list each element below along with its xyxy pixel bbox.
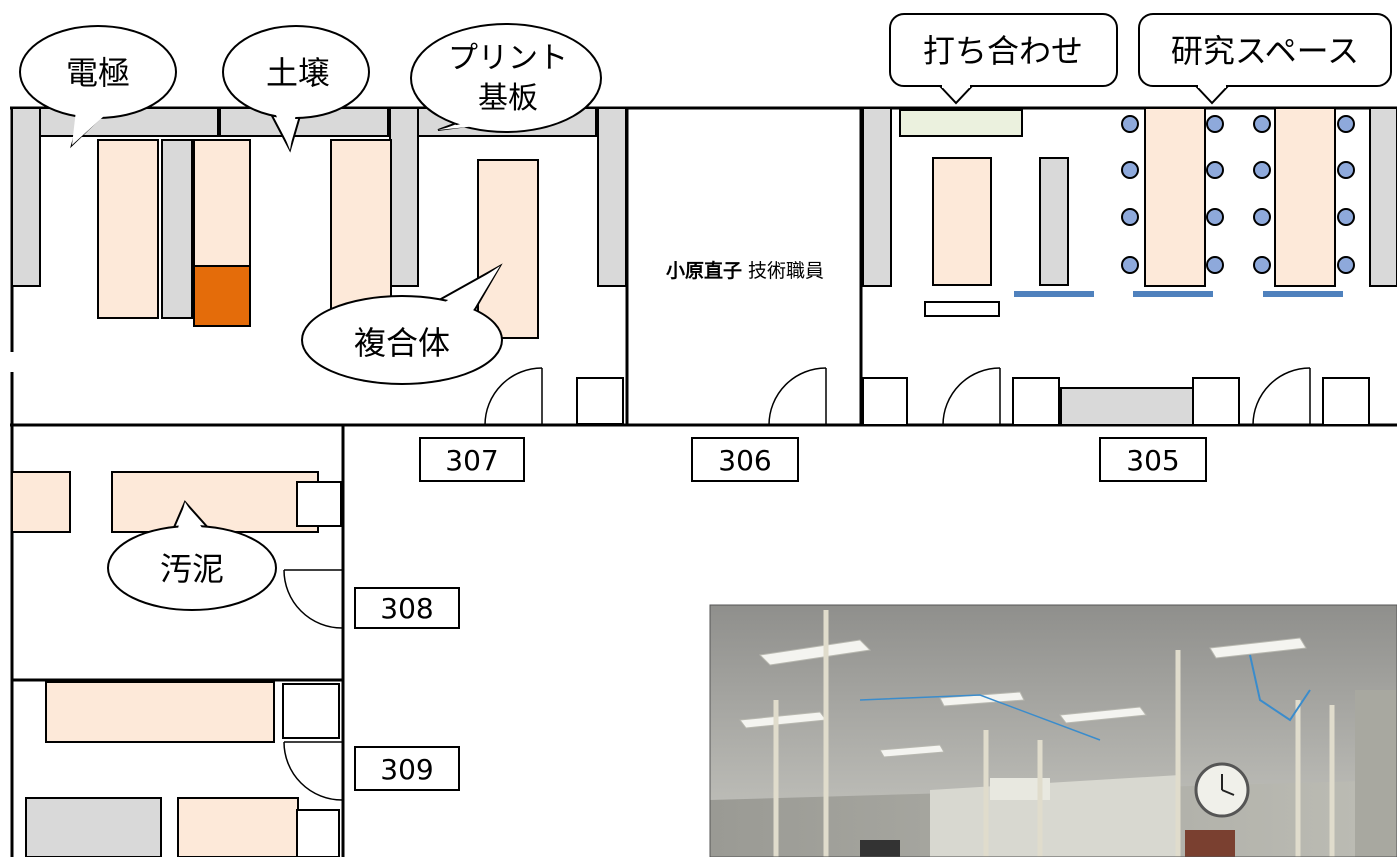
room-309-label: 309	[380, 753, 433, 786]
chairs	[1121, 115, 1355, 274]
staff-label: 小原直子技術職員	[666, 259, 824, 282]
bubble-pcb-text-2: 基板	[478, 81, 538, 116]
room-309-furniture	[25, 681, 340, 857]
room-308-label: 308	[380, 592, 433, 625]
door-307	[484, 367, 543, 426]
door-308	[283, 569, 343, 629]
bubble-research-text: 研究スペース	[1171, 32, 1359, 70]
bubble-soil-text: 土壌	[266, 54, 330, 92]
room-307-furniture	[11, 107, 627, 425]
room-307-label: 307	[445, 444, 498, 477]
door-309	[283, 741, 343, 801]
lab-photo-frame	[709, 604, 1397, 857]
bubble-meeting	[889, 13, 1118, 105]
room-labels: 307 306 305 308 309	[354, 437, 1207, 791]
bubble-sludge-text: 汚泥	[160, 550, 224, 588]
lab-photo	[710, 605, 1397, 857]
bubble-electrode	[19, 25, 177, 149]
bubble-sludge	[107, 500, 277, 611]
staff-title: 技術職員	[748, 260, 824, 282]
room-305-furniture	[862, 107, 1397, 426]
door-306	[768, 367, 827, 426]
bubble-soil	[222, 25, 370, 153]
bubble-pcb-text-1: プリント	[448, 41, 568, 76]
bubble-electrode-text: 電極	[66, 54, 130, 92]
room-308-furniture	[11, 471, 342, 533]
staff-name: 小原直子	[666, 259, 742, 282]
bubble-pcb	[410, 23, 602, 133]
room-306-label: 306	[718, 444, 771, 477]
doors-305	[942, 367, 1311, 426]
room-305-label: 305	[1126, 444, 1179, 477]
bubble-research	[1138, 13, 1392, 105]
bubble-meeting-text: 打ち合わせ	[923, 32, 1083, 70]
bubble-composite-text: 複合体	[354, 324, 450, 362]
bubble-composite	[301, 263, 503, 385]
